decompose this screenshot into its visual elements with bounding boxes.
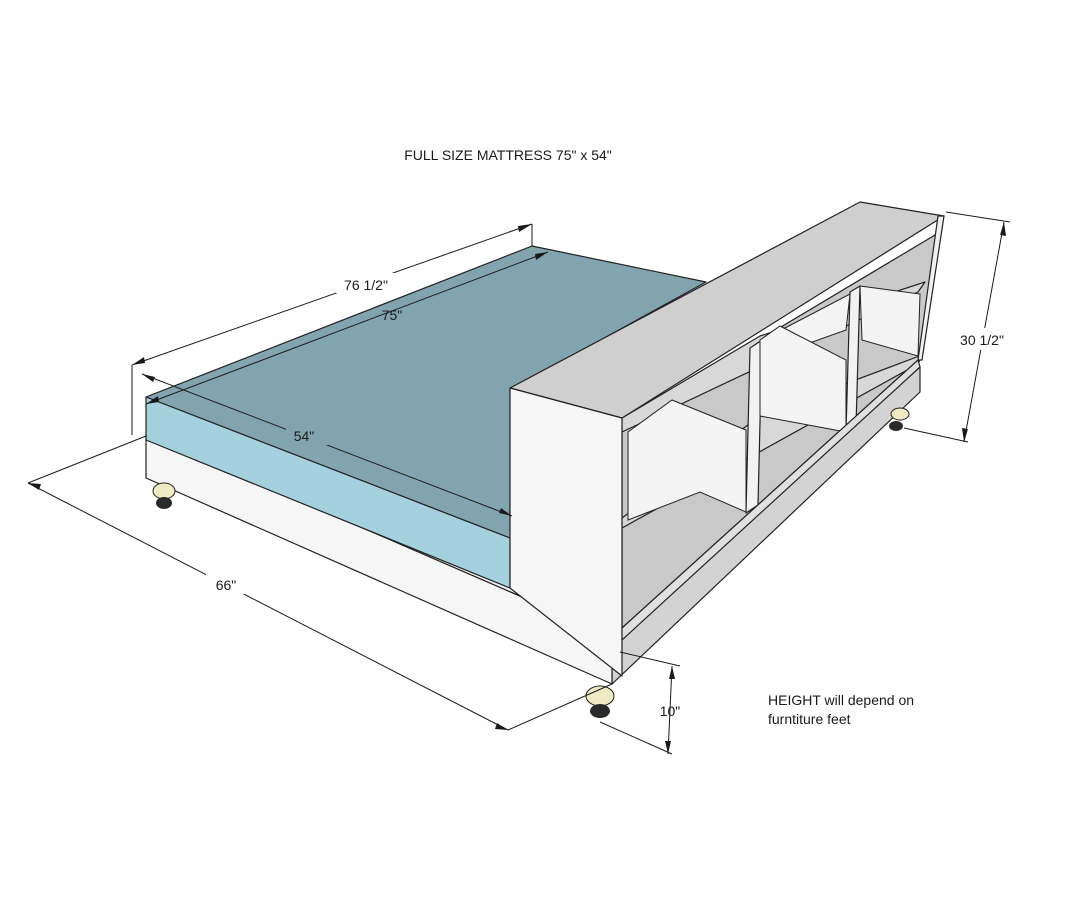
bookcase-bottom-rail: [621, 359, 921, 641]
dimension-mattress-length: [145, 251, 549, 405]
diagram-title: FULL SIZE MATTRESS 75" x 54": [404, 147, 612, 163]
label-mattress-width: 54": [294, 428, 315, 444]
note-line-1: HEIGHT will depend on: [768, 692, 914, 708]
foot-right: [889, 407, 910, 431]
bookcase-end-panel: [509, 387, 623, 677]
foot-left: [152, 482, 176, 509]
dimension-overall-length: [131, 223, 533, 435]
bookcase-right-panel: [917, 215, 945, 361]
label-overall-length: 76 1/2": [344, 277, 388, 293]
label-base-height: 10": [660, 703, 681, 719]
foot-front: [585, 685, 615, 718]
label-overall-width: 66": [216, 577, 237, 593]
label-bookcase-height: 30 1/2": [960, 332, 1004, 348]
note-line-2: furntiture feet: [768, 711, 851, 727]
cubby-back-3: [759, 325, 847, 433]
dimension-base-height: [599, 651, 681, 755]
cubby-back-1: [627, 399, 747, 521]
dimension-overall-width: [27, 435, 613, 731]
label-mattress-length: 75": [382, 307, 403, 323]
